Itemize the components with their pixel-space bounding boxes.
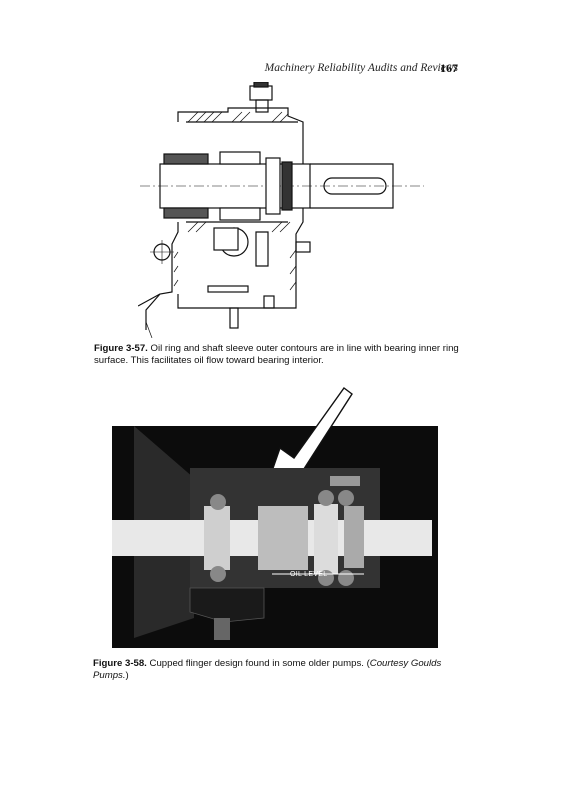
- page-number: 167: [440, 61, 458, 75]
- oil-level-label: OIL LEVEL: [290, 571, 328, 578]
- figure-58-text: Cupped flinger design found in some olde…: [149, 658, 370, 669]
- figure-57-label: Figure 3-57.: [94, 343, 148, 354]
- figure-58-caption: Figure 3-58. Cupped flinger design found…: [93, 658, 471, 682]
- running-title: Machinery Reliability Audits and Reviews: [264, 62, 458, 74]
- figure-57-text: Oil ring and shaft sleeve outer contours…: [94, 343, 459, 366]
- figure-58-label: Figure 3-58.: [93, 658, 147, 669]
- figure-58-credit: Courtesy Goulds Pumps.: [93, 658, 442, 681]
- figure-58-close: ): [125, 670, 129, 681]
- figure-58-photo: [112, 387, 438, 648]
- figure-57-caption: Figure 3-57. Oil ring and shaft sleeve o…: [94, 343, 472, 367]
- figure-57-drawing: [138, 82, 424, 338]
